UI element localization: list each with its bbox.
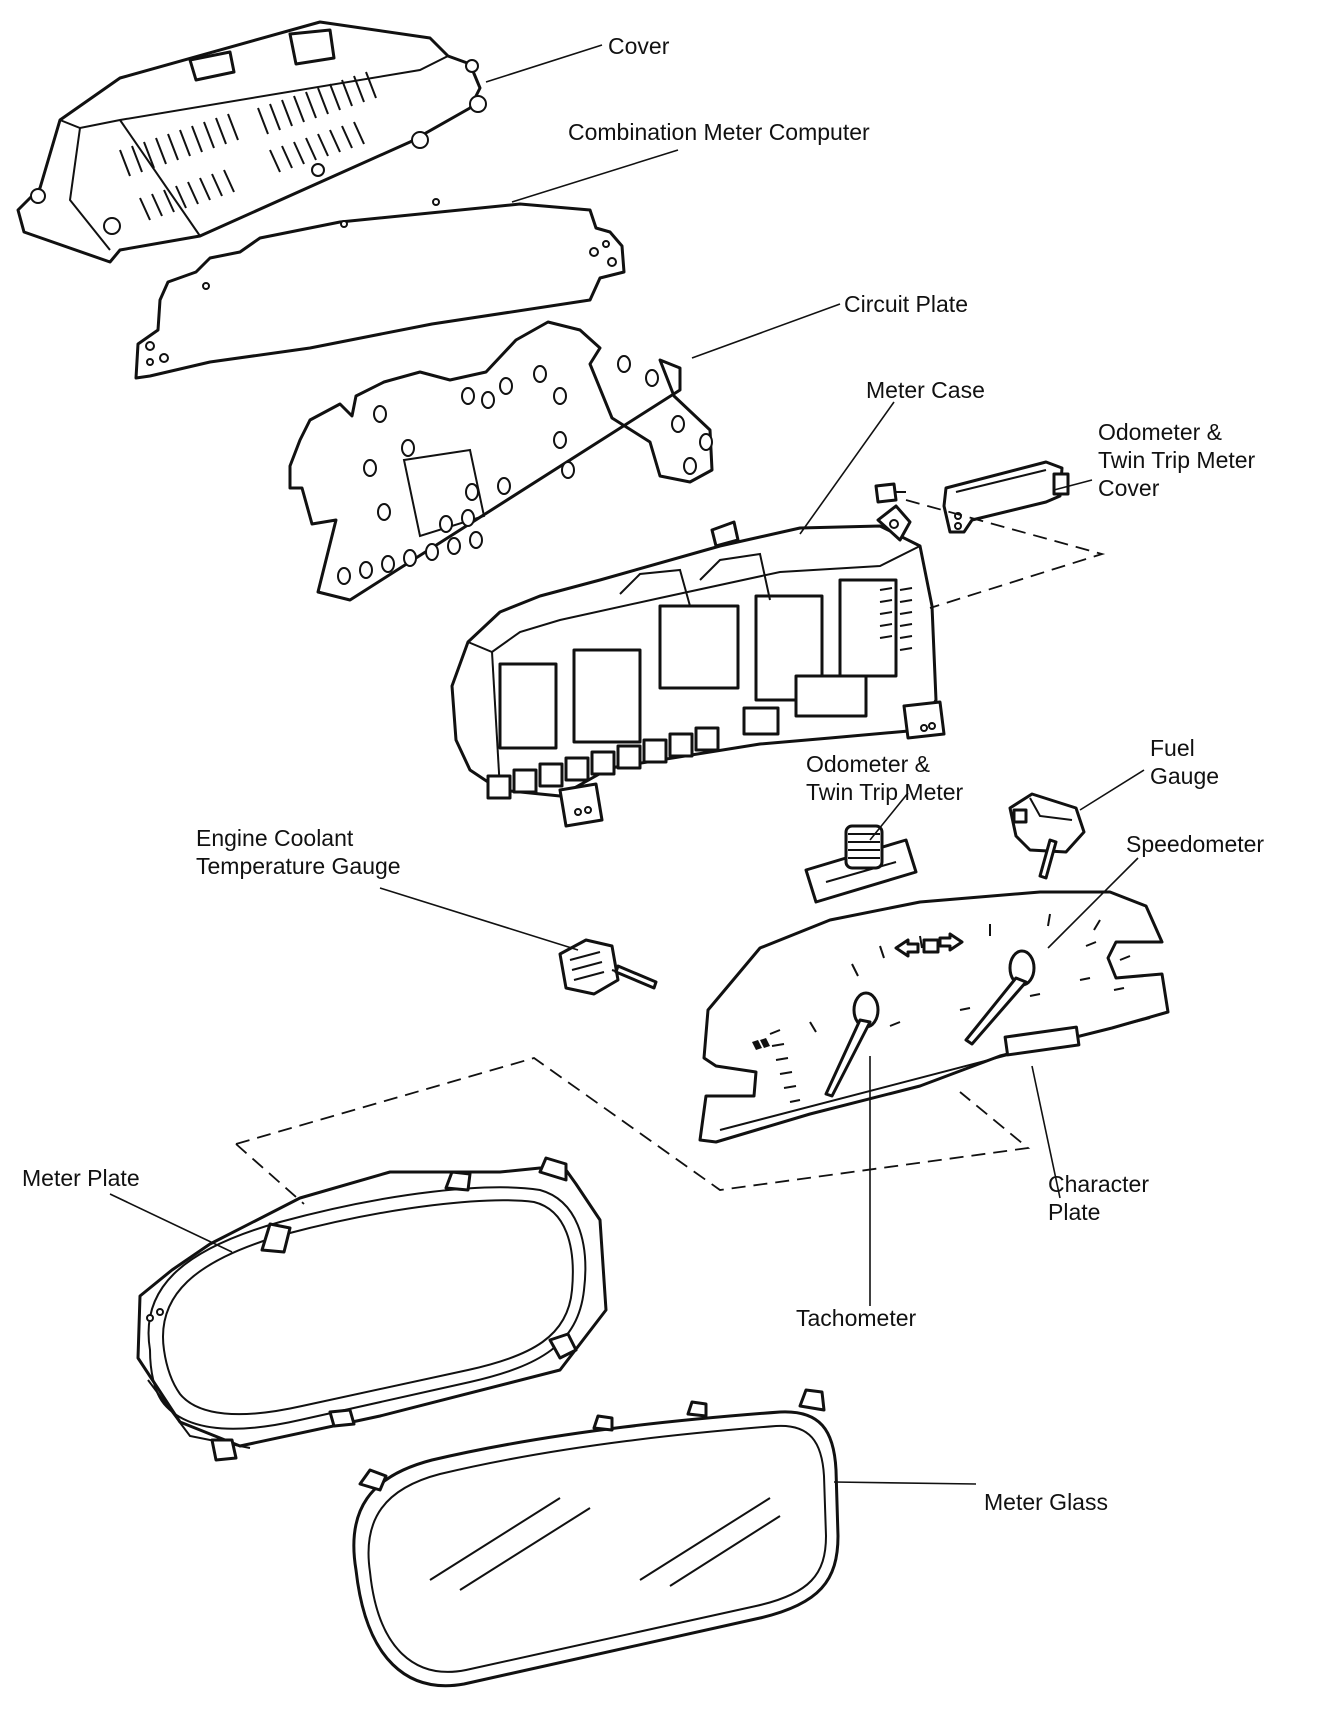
meter-glass-part [352, 1388, 840, 1688]
label-odometer-line1: Odometer & [806, 751, 930, 777]
screw-part [874, 482, 906, 504]
label-combination-meter-computer: Combination Meter Computer [568, 119, 870, 145]
meter-plate-part [136, 1156, 608, 1462]
label-character-plate-line1: Character [1048, 1171, 1149, 1197]
label-odometer-cover-line2: Twin Trip Meter [1098, 447, 1256, 473]
label-character-plate-line2: Plate [1048, 1199, 1100, 1225]
odometer-part [804, 824, 918, 904]
meter-case-part [450, 504, 946, 828]
label-tachometer: Tachometer [796, 1305, 917, 1331]
part-labels: Cover Combination Meter Computer Circuit… [22, 33, 1264, 1515]
character-plate-part [698, 890, 1170, 1144]
leader-lines [109, 44, 1145, 1485]
tachometer-needle [824, 991, 880, 1098]
label-cover: Cover [608, 33, 670, 59]
turn-signal-indicator-icon [894, 932, 964, 958]
label-speedometer: Speedometer [1126, 831, 1264, 857]
label-meter-plate: Meter Plate [22, 1165, 140, 1191]
fuel-gauge-part [1008, 792, 1086, 880]
circuit-plate-part [288, 320, 714, 602]
alignment-guides [235, 499, 1106, 1205]
label-meter-case: Meter Case [866, 377, 985, 403]
label-odometer-line2: Twin Trip Meter [806, 779, 964, 805]
dial-ticks [769, 913, 1131, 1103]
label-coolant-line1: Engine Coolant [196, 825, 354, 851]
label-odometer-cover-line1: Odometer & [1098, 419, 1222, 445]
cover-part [16, 20, 487, 264]
label-coolant-line2: Temperature Gauge [196, 853, 401, 879]
circuit-plate-holes [337, 355, 713, 585]
label-meter-glass: Meter Glass [984, 1489, 1108, 1515]
label-fuel-gauge-line2: Gauge [1150, 763, 1219, 789]
combination-meter-computer-part [134, 198, 626, 380]
cover-vent-slots [119, 71, 377, 221]
label-fuel-gauge-line1: Fuel [1150, 735, 1195, 761]
odometer-cover-part [942, 460, 1070, 534]
speedometer-needle [964, 949, 1036, 1046]
meter-case-side-pins [879, 587, 913, 651]
meter-case-compartments [498, 552, 898, 750]
label-odometer-cover-line3: Cover [1098, 475, 1160, 501]
coolant-temp-gauge-part [558, 938, 658, 996]
label-circuit-plate: Circuit Plate [844, 291, 968, 317]
meter-case-bottom-slots [486, 726, 720, 800]
